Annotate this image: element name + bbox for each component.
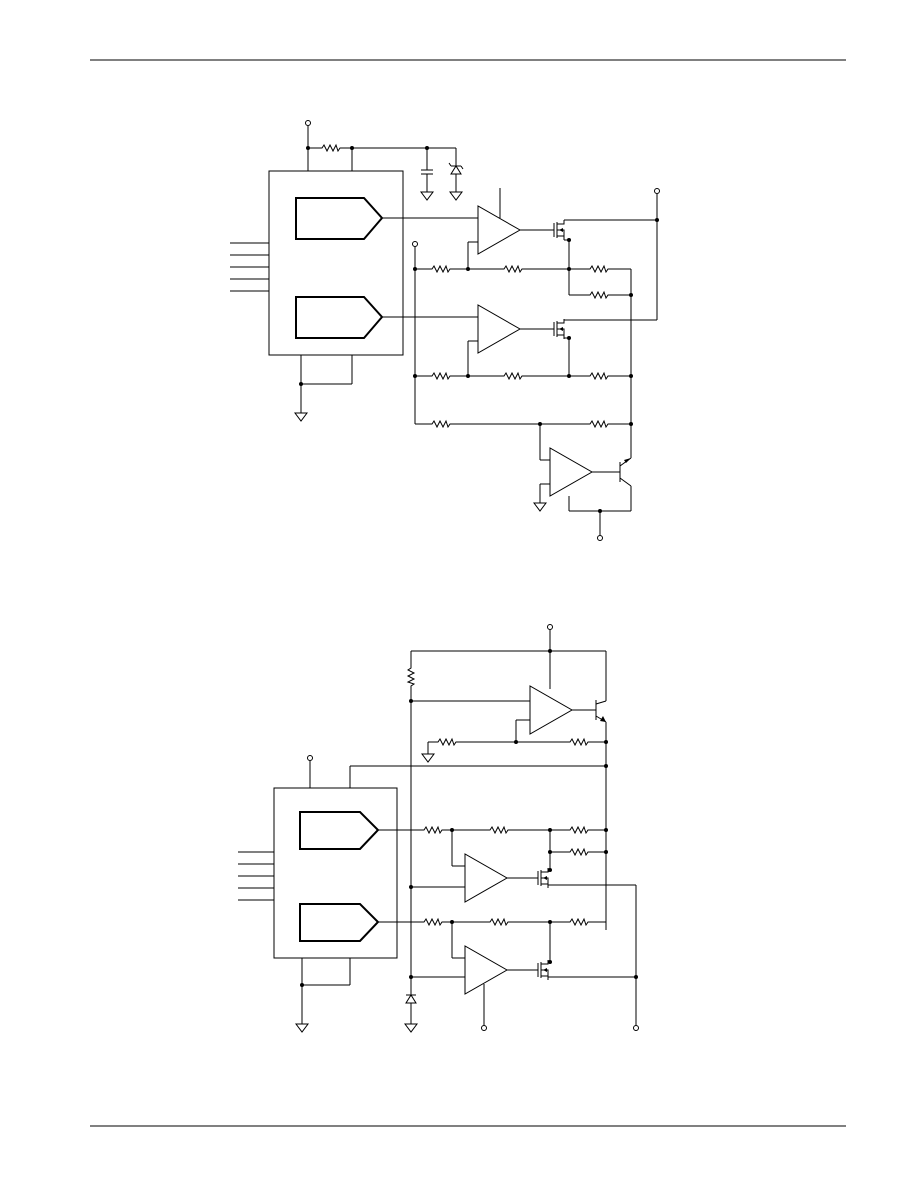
dac-channel-d (299, 903, 380, 942)
opamp-e-icon (464, 853, 508, 903)
opamp-f-icon (464, 945, 508, 995)
dac-channel-b (295, 296, 384, 339)
mosfet-a-icon (545, 219, 565, 241)
opamp-a-icon (477, 205, 521, 255)
opamp-d-icon (529, 685, 573, 735)
mosfet-d-icon (529, 959, 549, 981)
mosfet-b-icon (545, 318, 565, 340)
digital-inputs-2 (238, 851, 274, 901)
opamp-c-icon (549, 447, 593, 497)
figure-2-schematic (238, 624, 639, 1033)
digital-inputs (230, 242, 269, 292)
dac-channel-c (299, 811, 380, 850)
opamp-b-icon (477, 304, 521, 354)
mosfet-c-icon (529, 867, 549, 889)
figure-1-schematic (230, 120, 660, 541)
supply-resistor-icon (317, 144, 345, 152)
dac-channel-a (295, 197, 384, 240)
